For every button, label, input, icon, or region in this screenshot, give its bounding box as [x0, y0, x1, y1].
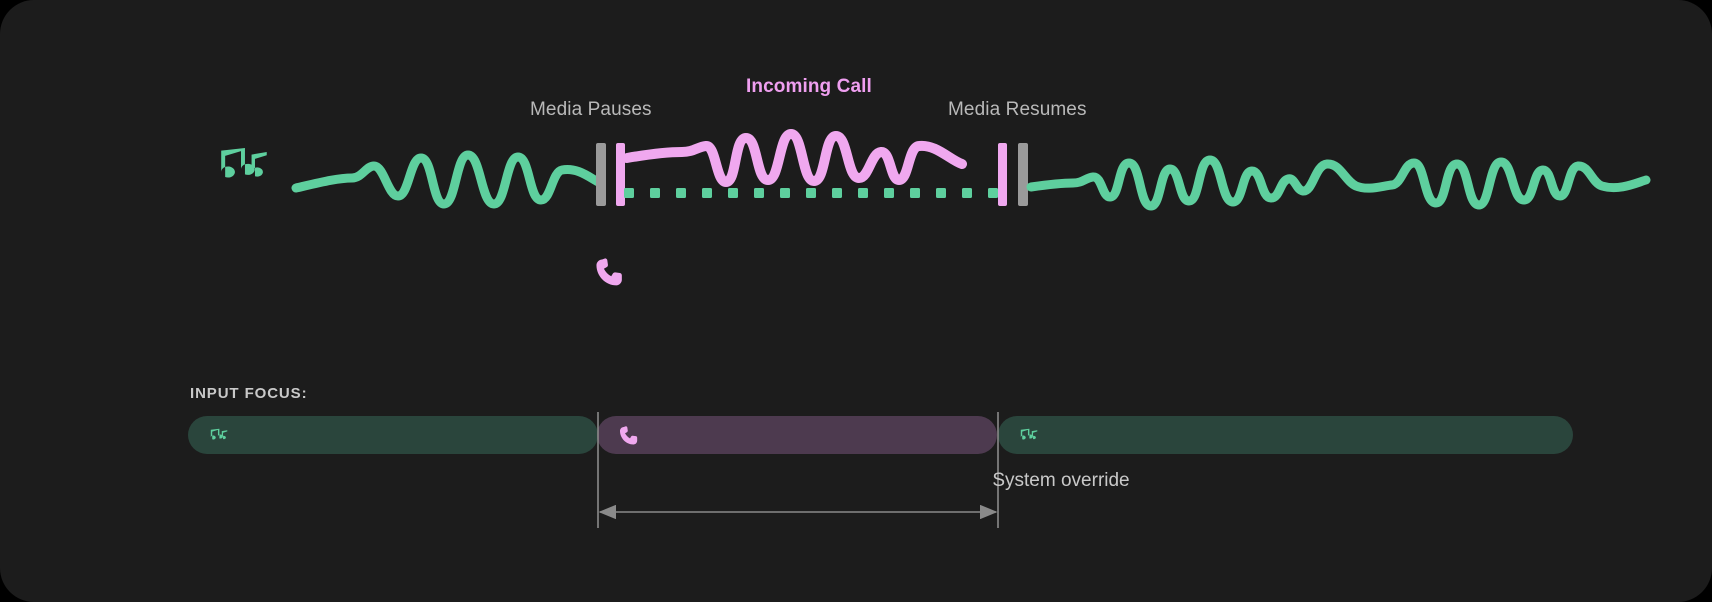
phone-icon — [596, 258, 622, 286]
label-system-override: System override — [0, 470, 1712, 492]
resume-marker-gray — [1018, 143, 1028, 206]
waveform-media-after — [1026, 155, 1651, 211]
resume-marker-pink — [998, 143, 1007, 206]
focus-bar-call[interactable] — [597, 416, 997, 454]
timeline-stage: Media Pauses Incoming Call Media Resumes — [221, 76, 1651, 286]
input-focus-section: INPUT FOCUS: — [0, 330, 1712, 602]
focus-bar-media-after[interactable] — [998, 416, 1573, 454]
pause-marker-pink — [616, 143, 625, 206]
music-notes-icon — [206, 426, 228, 444]
label-media-resumes: Media Resumes — [948, 99, 1087, 120]
label-media-pauses: Media Pauses — [530, 99, 652, 120]
focus-bar-media-before[interactable] — [188, 416, 598, 454]
system-override-text: System override — [992, 470, 1130, 491]
phone-icon — [619, 425, 638, 445]
waveform-graphic — [221, 129, 1651, 286]
music-notes-icon — [1016, 426, 1038, 444]
music-notes-icon — [221, 148, 267, 178]
input-focus-heading: INPUT FOCUS: — [190, 385, 308, 402]
waveform-media-before — [291, 150, 605, 209]
label-incoming-call: Incoming Call — [746, 76, 872, 97]
pause-marker-gray — [596, 143, 606, 206]
override-annotation — [597, 412, 999, 528]
waveform-incoming-call — [622, 129, 967, 187]
paused-track-dots — [624, 188, 998, 198]
